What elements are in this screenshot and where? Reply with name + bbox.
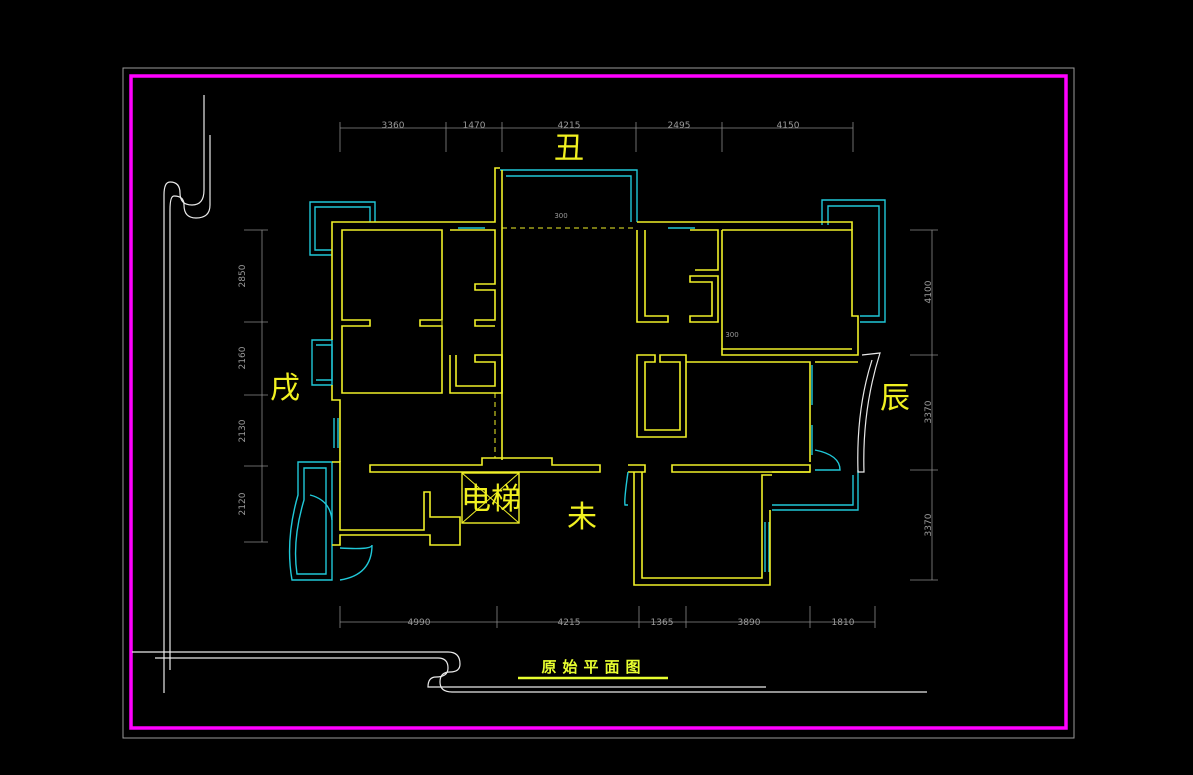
magenta-frame (129, 74, 1068, 730)
dim-bottom-4: 3890 (738, 618, 761, 628)
decorative-curve-upper-left (163, 95, 211, 693)
dim-bottom-1: 4990 (408, 618, 431, 628)
drawing-title: 原始平面图 (541, 658, 646, 676)
dim-right-3: 3370 (924, 513, 934, 536)
direction-label-east: 辰 (880, 381, 910, 416)
windows (288, 169, 886, 581)
elevator-shaft (461, 472, 520, 524)
note-300-right: 300 (725, 331, 738, 339)
dim-top-4: 2495 (668, 121, 691, 131)
dim-bottom-3: 1365 (651, 618, 674, 628)
dim-left-2: 2160 (238, 346, 248, 369)
dim-bottom-2: 4215 (558, 618, 581, 628)
curved-balcony-wall (857, 352, 881, 473)
dim-right-1: 4100 (924, 280, 934, 303)
dim-left-3: 2130 (238, 419, 248, 442)
walls (331, 167, 859, 586)
dim-right-2: 3370 (924, 400, 934, 423)
dashed-beam-lines (441, 227, 637, 458)
elevator-label: 电梯 (461, 482, 521, 517)
dim-top-2: 1470 (463, 121, 486, 131)
note-300-top: 300 (554, 212, 567, 220)
dimension-lines (244, 122, 938, 628)
dim-top-1: 3360 (382, 121, 405, 131)
direction-label-south: 未 (567, 500, 597, 535)
door-arcs (309, 449, 841, 581)
dim-bottom-5: 1810 (832, 618, 855, 628)
direction-label-west: 戌 (270, 371, 300, 406)
direction-label-north: 丑 (554, 131, 584, 166)
decorative-curve-bottom (132, 651, 927, 693)
dim-top-5: 4150 (777, 121, 800, 131)
outer-border (122, 67, 1075, 739)
dim-left-4: 2120 (238, 492, 248, 515)
dim-left-1: 2850 (238, 264, 248, 287)
dim-top-3: 4215 (558, 121, 581, 131)
